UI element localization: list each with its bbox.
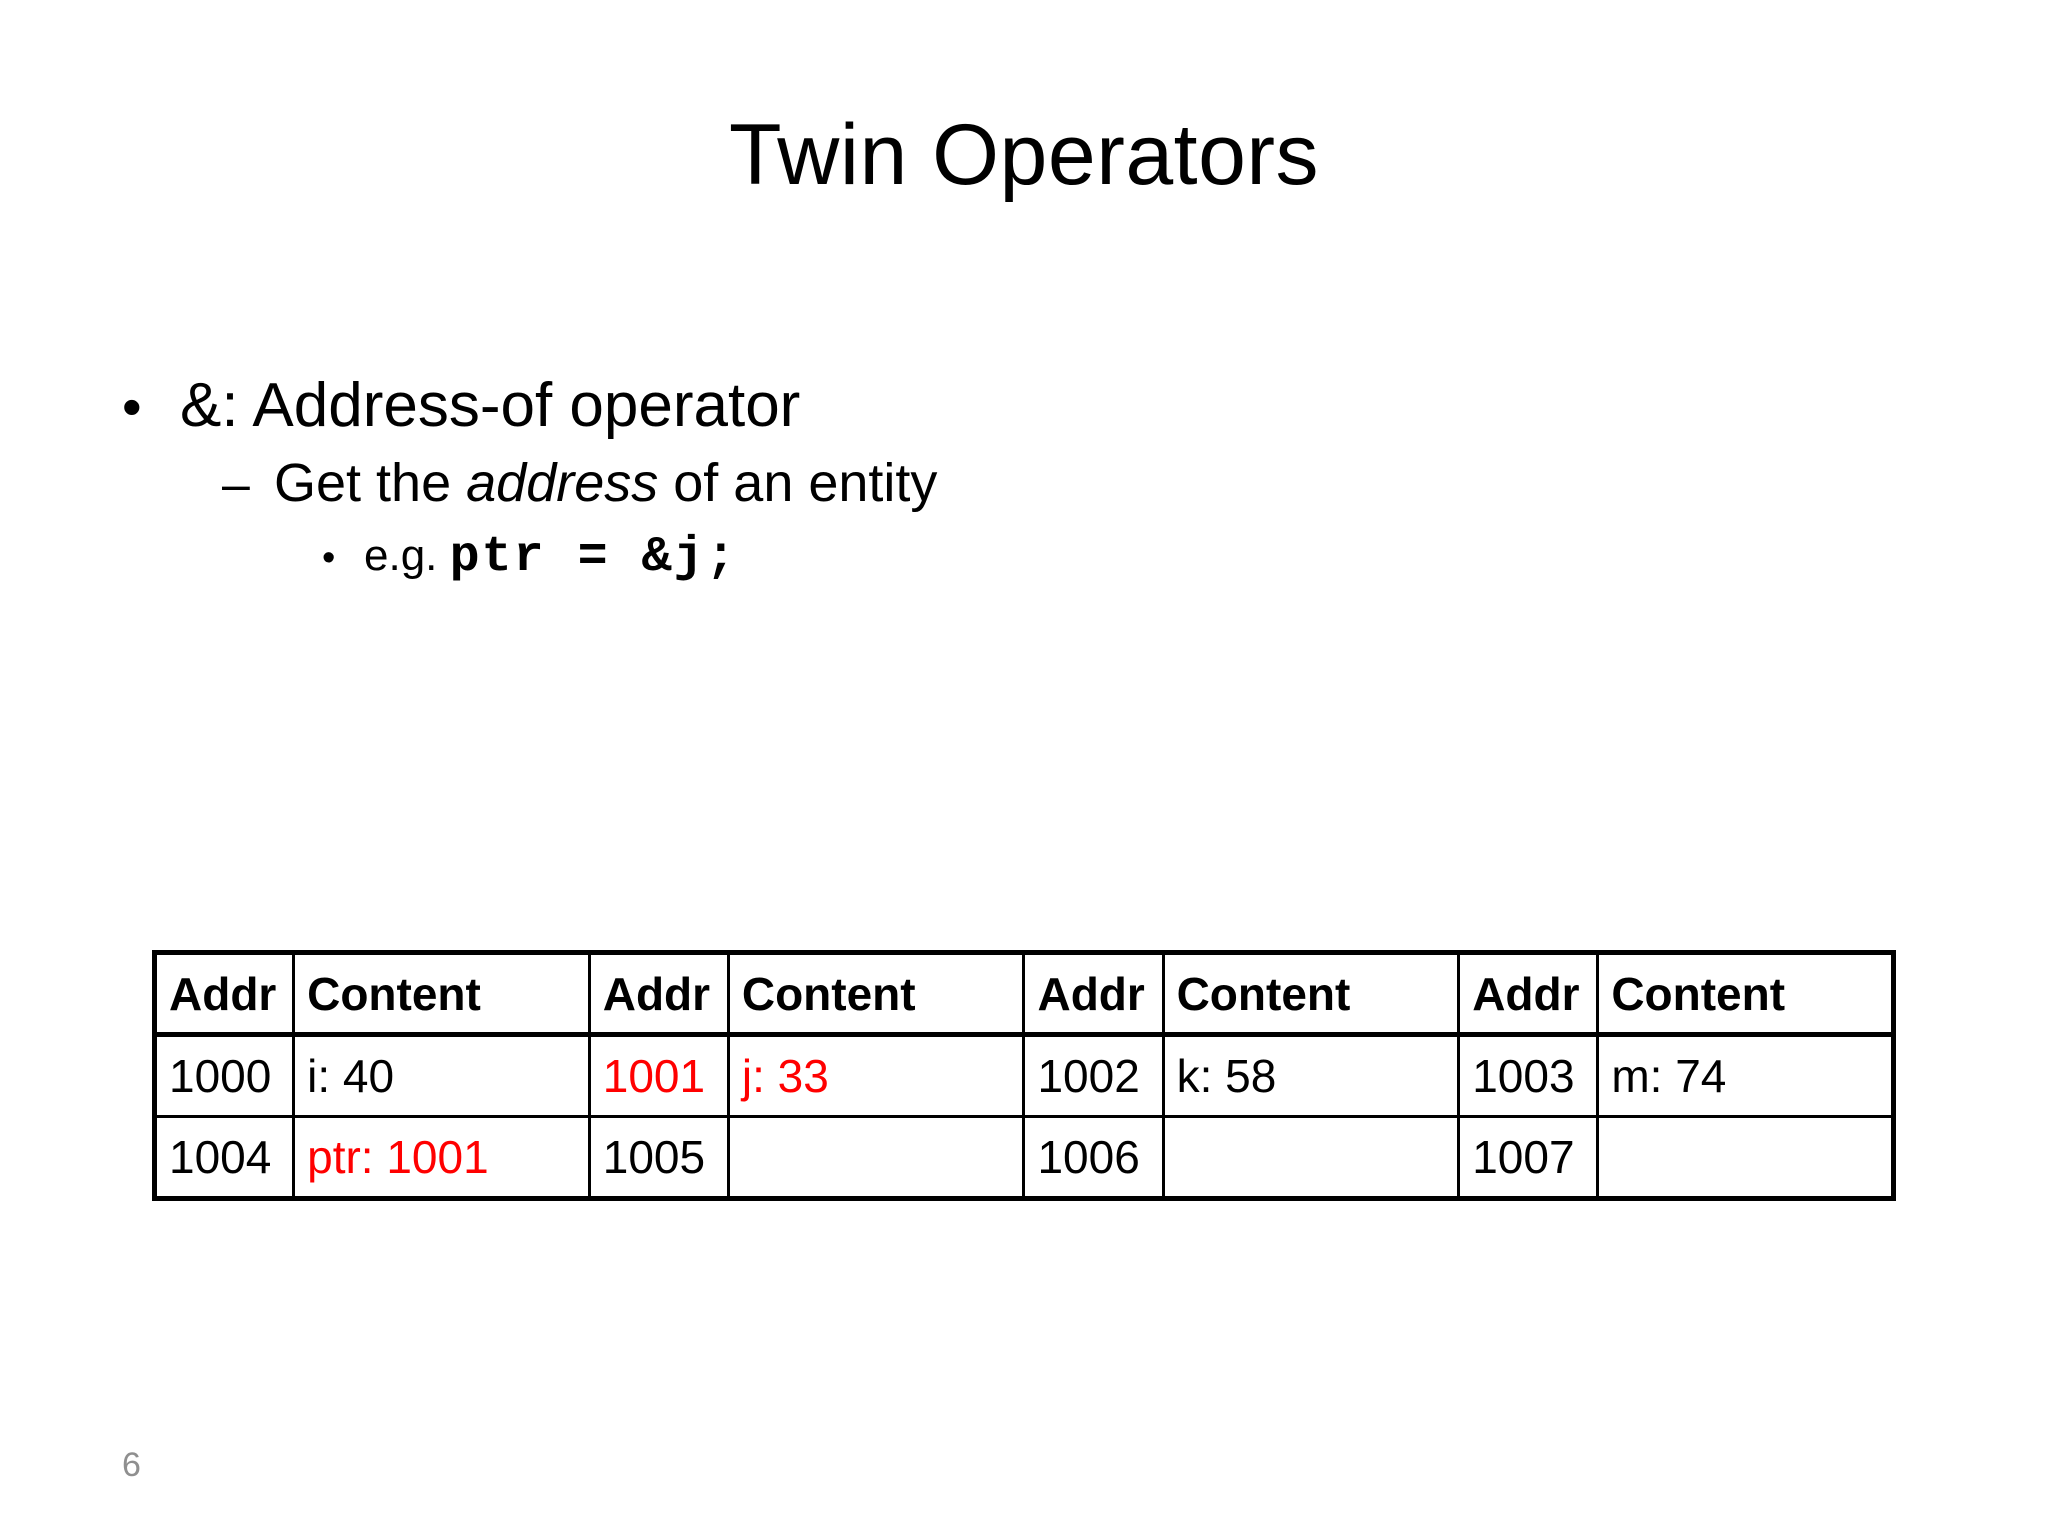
header-addr-1: Addr: [152, 951, 296, 1037]
cell-addr-1001: 1001: [587, 1033, 730, 1118]
cell-addr-1007: 1007: [1457, 1115, 1600, 1200]
bullet-level2-text-after: of an entity: [658, 453, 938, 514]
bullet-level2-label: Get the address of an entity: [274, 453, 938, 514]
bullet-level1-label: &: Address-of operator: [180, 371, 801, 440]
cell-content-1002: k: 58: [1161, 1033, 1461, 1118]
bullet-dot-icon: •: [122, 375, 142, 438]
cell-content-1001: j: 33: [726, 1033, 1026, 1118]
header-addr-2: Addr: [587, 951, 730, 1037]
memory-table: Addr Content Addr Content Addr Content A…: [152, 950, 1896, 1201]
bullet-list: • &: Address-of operator – Get the addre…: [0, 371, 2048, 585]
bullet-level3-text-before: e.g.: [364, 530, 450, 580]
table-row: 1000 i: 40 1001 j: 33 1002 k: 58 1003 m:…: [152, 1033, 1895, 1118]
header-content-3: Content: [1161, 951, 1461, 1037]
bullet-item-level1: • &: Address-of operator: [0, 371, 2048, 440]
header-addr-3: Addr: [1022, 951, 1165, 1037]
cell-addr-1000: 1000: [152, 1033, 296, 1118]
page-title: Twin Operators: [728, 107, 1320, 203]
cell-content-1007: [1596, 1115, 1895, 1200]
header-content-1: Content: [292, 951, 591, 1037]
bullet-level2-text-italic: address: [466, 453, 659, 514]
cell-content-1004: ptr: 1001: [292, 1115, 591, 1200]
cell-addr-1005: 1005: [587, 1115, 730, 1200]
header-content-2: Content: [726, 951, 1026, 1037]
bullet-item-level3: • e.g. ptr = &j;: [0, 530, 2048, 585]
bullet-dash-icon: –: [222, 456, 250, 513]
bullet-dot-icon: •: [322, 536, 336, 579]
cell-addr-1004: 1004: [152, 1115, 296, 1200]
header-addr-4: Addr: [1457, 951, 1600, 1037]
bullet-level2-text-before: Get the: [274, 453, 467, 514]
cell-content-1003: m: 74: [1596, 1033, 1895, 1118]
page-number: 6: [122, 1446, 141, 1484]
cell-content-1005: [726, 1115, 1026, 1200]
table-header-row: Addr Content Addr Content Addr Content A…: [152, 951, 1895, 1037]
cell-content-1006: [1161, 1115, 1461, 1200]
table-row: 1004 ptr: 1001 1005 1006 1007: [152, 1115, 1895, 1200]
code-snippet: ptr = &j;: [449, 528, 738, 586]
cell-addr-1006: 1006: [1022, 1115, 1165, 1200]
cell-addr-1003: 1003: [1457, 1033, 1600, 1118]
memory-table-container: Addr Content Addr Content Addr Content A…: [152, 950, 1896, 1201]
header-content-4: Content: [1596, 951, 1895, 1037]
bullet-item-level2: – Get the address of an entity: [0, 453, 2048, 514]
bullet-level3-label: e.g. ptr = &j;: [364, 530, 738, 585]
cell-addr-1002: 1002: [1022, 1033, 1165, 1118]
cell-content-1000: i: 40: [292, 1033, 591, 1118]
